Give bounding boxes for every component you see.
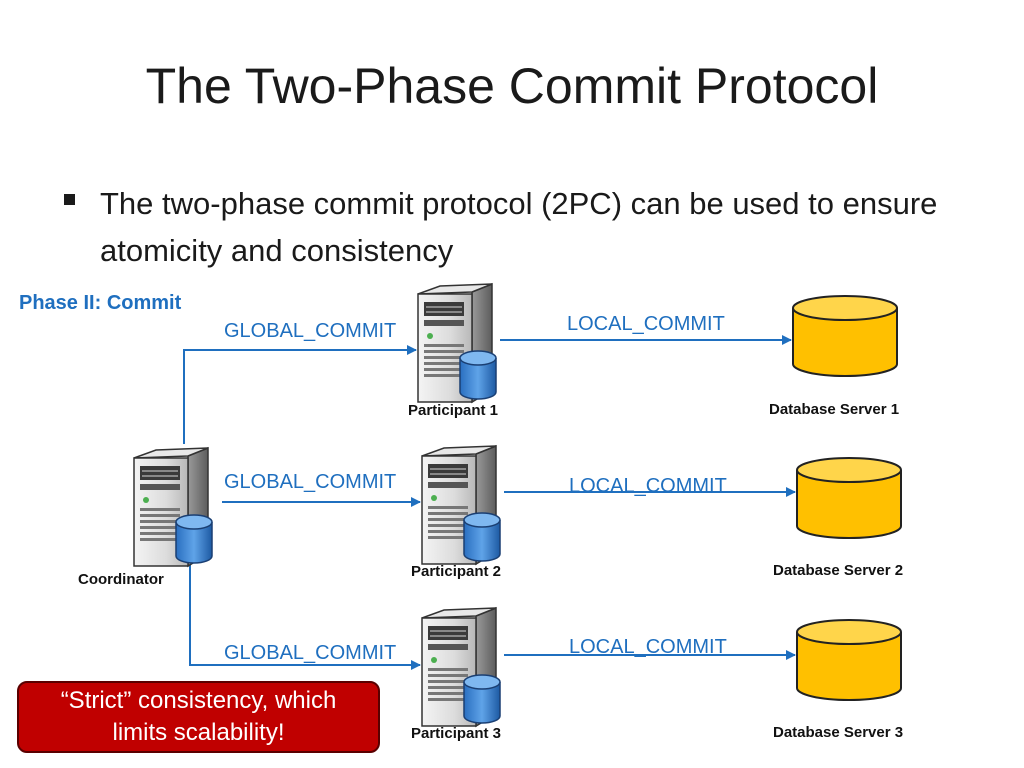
database-top-3 xyxy=(796,619,902,645)
database-cylinder-icon-1 xyxy=(792,295,898,377)
scalability-callout: “Strict” consistency, which limits scala… xyxy=(17,681,380,753)
database-cylinder-icon-3 xyxy=(796,619,902,701)
bullet-marker xyxy=(64,194,75,205)
participant-server-icon-3 xyxy=(421,607,501,727)
participant-server-icon-2 xyxy=(421,445,501,565)
local-commit-label-1: LOCAL_COMMIT xyxy=(567,313,725,335)
database-body-2 xyxy=(796,470,902,539)
participant-label-3: Participant 3 xyxy=(411,725,502,742)
slide-title: The Two-Phase Commit Protocol xyxy=(145,58,879,114)
database-body-3 xyxy=(796,632,902,701)
database-label-3: Database Server 3 xyxy=(773,724,904,741)
participant-label-2: Participant 2 xyxy=(411,563,502,580)
global-commit-arrow-1 xyxy=(183,345,417,444)
database-cylinder-icon-2 xyxy=(796,457,902,539)
phase-label: Phase II: Commit xyxy=(19,292,182,314)
local-commit-label-2: LOCAL_COMMIT xyxy=(569,475,727,497)
callout-line-1: “Strict” consistency, which xyxy=(60,687,337,714)
database-label-2: Database Server 2 xyxy=(773,562,904,579)
callout-line-2: limits scalability! xyxy=(112,719,285,747)
database-top-2 xyxy=(796,457,902,483)
global-commit-label-2: GLOBAL_COMMIT xyxy=(224,471,397,493)
global-commit-arrow-3 xyxy=(189,548,421,670)
database-body-1 xyxy=(792,308,898,377)
participant-server-icon-1 xyxy=(417,283,497,403)
participant-label-1: Participant 1 xyxy=(408,402,499,419)
bullet-text: The two-phase commit protocol (2PC) can … xyxy=(100,186,938,269)
coordinator-label: Coordinator xyxy=(78,571,164,588)
database-label-1: Database Server 1 xyxy=(769,401,900,418)
coordinator-server-icon xyxy=(133,447,213,567)
global-commit-label-3: GLOBAL_COMMIT xyxy=(224,642,397,664)
local-commit-label-3: LOCAL_COMMIT xyxy=(569,636,727,658)
global-commit-label-1: GLOBAL_COMMIT xyxy=(224,320,397,342)
database-top-1 xyxy=(792,295,898,321)
